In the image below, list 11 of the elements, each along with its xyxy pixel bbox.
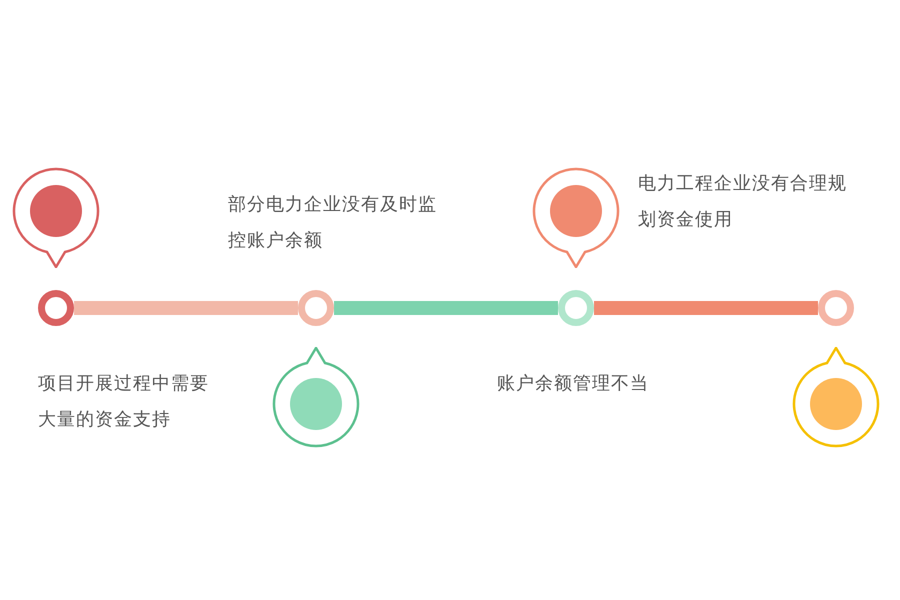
ring-marker (298, 290, 334, 326)
ring-marker (818, 290, 854, 326)
ring-marker (558, 290, 594, 326)
description-text: 项目开展过程中需要大量的资金支持 (38, 372, 210, 432)
description-text: 部分电力企业没有及时监控账户余额 (228, 193, 438, 253)
description-text: 电力工程企业没有合理规划资金使用 (638, 172, 848, 232)
connector-bar (594, 301, 818, 315)
ring-marker (38, 290, 74, 326)
connector-bar (334, 301, 558, 315)
connector-bar (74, 301, 298, 315)
description-text: 账户余额管理不当 (497, 372, 650, 396)
